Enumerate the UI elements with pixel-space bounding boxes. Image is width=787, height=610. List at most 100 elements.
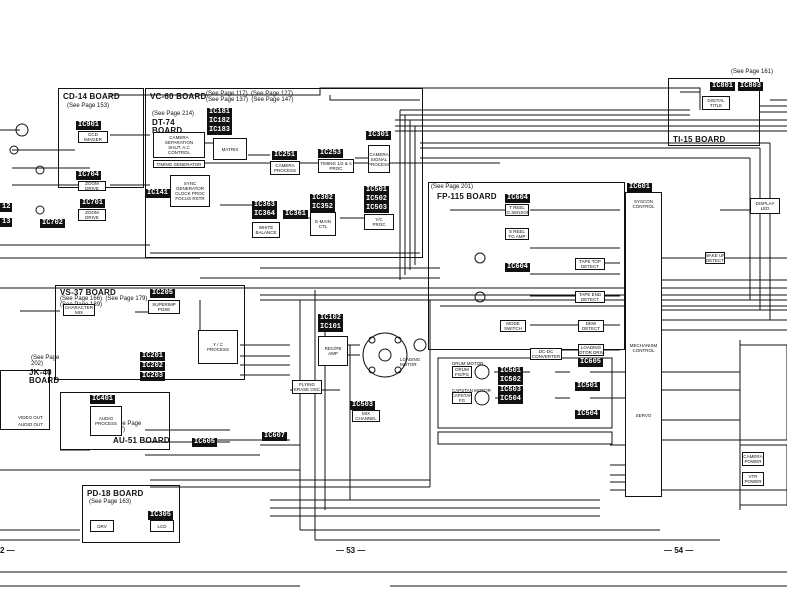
ic607-chip: IC607 [262, 432, 288, 441]
camera-signal-block: CAMERA SIGNAL PROCESS [368, 145, 390, 173]
matrix-block: MATRIX [213, 138, 247, 160]
digital-title-block: DIGITAL TITLE [702, 96, 730, 110]
sync-generator-block: SYNC GENERATOR CLOCK PROC FOCUS RSTR [170, 175, 210, 207]
board-jk40: (See Page 202) JK-40 BOARD [0, 355, 59, 430]
capstan-motor-label: CAPSTAN MOTOR [452, 388, 491, 393]
board-vc60: VC-60 BOARD (See Page 117) (See Page 127… [145, 88, 423, 258]
ic183-chip: IC183 [207, 126, 233, 135]
dcdc-converter-block: DC-DC CONVERTER [530, 348, 562, 360]
tape-end-block: TAPE END DETECT [575, 291, 605, 303]
ic701-chip: IC701 [80, 199, 106, 208]
ic604-chip-2: IC604 [505, 263, 531, 272]
white-balance-block: WHITE BALANCE [252, 222, 280, 238]
servo-label: SERVO [635, 413, 652, 418]
ic504-chip-right: IC504 [575, 410, 601, 419]
board-pd18: PD-18 BOARD (See Page 163) [82, 485, 180, 543]
flying-erase-block: FLYING ERASE OSC [292, 380, 322, 394]
ic801-chip: IC801 [710, 82, 736, 91]
vtr-power-block: VTR POWER [742, 472, 764, 486]
s-reel-block: S REEL FG AMP [505, 228, 529, 240]
ic141-chip: IC141 [145, 189, 171, 198]
video-out-label: VIDEO OUT [18, 415, 43, 420]
timing-generator-block: TIMING GENERATOR [153, 160, 205, 168]
board-vs37-title: VS-37 BOARD [60, 288, 116, 297]
ic203-chip: IC203 [140, 372, 166, 381]
mode-switch-block: MODE SWITCH [500, 320, 526, 332]
ic302-chip: IC302 [310, 194, 336, 203]
ic605-chip-lower: IC605 [192, 438, 218, 447]
board-cd14-title: CD-14 BOARD [63, 92, 120, 101]
board-ti15: (See Page 161) TI-15 BOARD [668, 69, 773, 146]
ic401-chip: IC401 [90, 395, 116, 404]
zoom-drive-block-2: ZOOM DRIVE [78, 209, 106, 221]
camera-separation-block: CAMERA SEPARATION SHUT. A.C CONTROL [153, 132, 205, 158]
ic503-chip-vc: IC503 [364, 204, 390, 213]
superimpose-block: SUPERIMP POSE [148, 300, 180, 314]
ic364-chip: IC364 [252, 210, 278, 219]
ic702-chip: IC702 [40, 219, 66, 228]
ic502-chip-vc: IC502 [364, 195, 390, 204]
mechanism-control-label: MECHANISM CONTROL [629, 343, 658, 353]
yc-process-block: Y / C PROCESS [198, 330, 238, 364]
drum-motor-label: DRUM MOTOR [452, 361, 484, 366]
ccd-imager-block: CCD IMAGER [78, 131, 108, 143]
mix-channel-block: MIX CHANNEL [352, 410, 380, 422]
syscon-control-block: SYSCON CONTROL MECHANISM CONTROL SERVO [625, 192, 662, 497]
page-number-53: — 53 — [336, 546, 366, 555]
ic803-chip: IC803 [738, 82, 764, 91]
board-ti15-page: (See Page 161) [731, 69, 774, 75]
drum-fg-block: DRUM FG/PG [452, 366, 472, 378]
audio-process-block: AUDIO PROCESS [90, 406, 122, 436]
left-chip-12: 12 [0, 203, 13, 212]
loading-motor-drive-block: LOADING MOTOR DRIVE [578, 344, 604, 356]
pd-drv-block: DRV [90, 520, 114, 532]
ic502-chip-servo: IC502 [498, 376, 524, 385]
board-vc60-page: (See Page 214) [152, 111, 195, 117]
tape-top-block: TAPE TOP DETECT [575, 258, 605, 270]
yc-proc-block: Y/C PROC [364, 214, 394, 230]
ic361-chip: IC361 [283, 210, 309, 219]
e-main-ctl-block: E-MAIN CTL [310, 212, 336, 236]
page-number-54: — 54 — [664, 546, 694, 555]
ic501-chip-right: IC501 [575, 382, 601, 391]
ic601-chip: IC601 [627, 183, 653, 192]
ic305-chip: IC305 [148, 511, 174, 520]
zoom-drive-block-1: ZOOM DRIVE [78, 181, 106, 191]
ic901-chip: IC901 [76, 121, 102, 130]
ic182-chip: IC182 [207, 117, 233, 126]
ic604-chip-1: IC604 [505, 194, 531, 203]
board-jk40-page: (See Page 202) [31, 355, 60, 367]
capstan-fg-block: CAPSTAN FG [452, 392, 472, 404]
ic363-chip: IC363 [252, 201, 278, 210]
camera-power-block: CAMERA POWER [742, 452, 764, 466]
character-mix-block: CHARACTER MIX [63, 304, 95, 316]
dew-detect-block: DEW DETECT [578, 320, 604, 332]
ic201-chip: IC201 [140, 352, 166, 361]
ic501-chip-vc: IC501 [364, 186, 390, 195]
board-fp115-title: FP-115 BOARD [437, 192, 497, 201]
ic181-chip: IC181 [207, 108, 233, 117]
board-ti15-title: TI-15 BOARD [673, 135, 726, 144]
ic704-chip: IC704 [76, 171, 102, 180]
ic202-chip: IC202 [140, 362, 166, 371]
board-pd18-page: (See Page 163) [89, 499, 132, 505]
board-fp115-page: (See Page 201) [431, 184, 474, 190]
audio-out-label: AUDIO OUT [18, 422, 44, 427]
t-reel-block: T REEL FG SENSOR [505, 204, 529, 216]
board-vc60-title: VC-60 BOARD [150, 92, 207, 101]
loading-motor-label: LOADING MOTOR [400, 357, 421, 367]
ic352-chip: IC352 [310, 203, 336, 212]
page-number-left: 2 — [0, 546, 15, 555]
ic301-chip: IC301 [366, 131, 392, 140]
ic503-chip-servo: IC503 [498, 386, 524, 395]
board-cd14-page: (See Page 153) [67, 103, 110, 109]
pd-lcd-block: LCD [150, 520, 174, 532]
ic605-chip: IC605 [578, 358, 604, 367]
syscon-label: SYSCON CONTROL [632, 199, 655, 209]
board-jk40-title: JK-40 BOARD [29, 368, 60, 385]
camera-process-block: CAMERA PROCESS [270, 161, 300, 175]
board-fp115: (See Page 201) FP-115 BOARD [428, 182, 625, 350]
rec-pb-amp-block: REC/PB AMP [318, 336, 348, 366]
wake-up-block: WAKE UP DETECT [705, 252, 725, 264]
